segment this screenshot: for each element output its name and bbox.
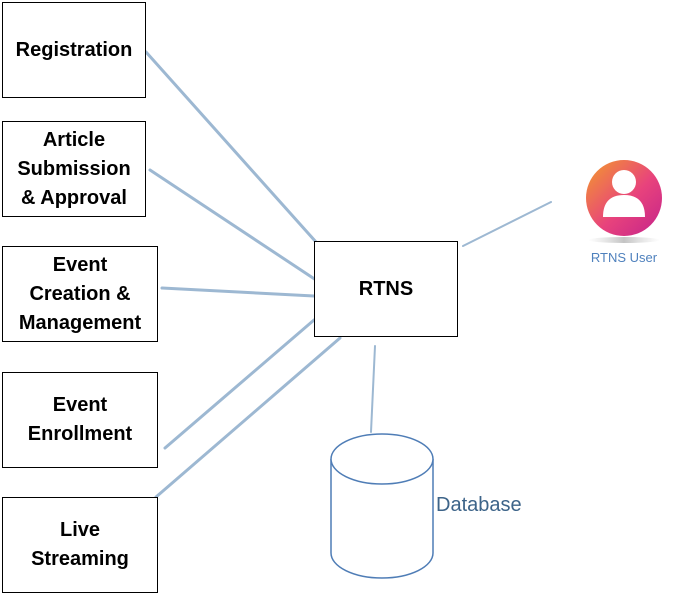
connector-event-creation [160,286,316,298]
registration-box: Registration [2,2,146,98]
event-enrollment-box: Event Enrollment [2,372,158,468]
user-label: RTNS User [590,250,658,265]
article-submission-box: Article Submission & Approval [2,121,146,217]
database-cylinder-icon [330,433,434,579]
connector-registration [144,50,318,244]
rtns-label: RTNS [358,277,414,300]
live-streaming-box: Live Streaming [2,497,158,593]
connector-database [370,345,376,433]
user-avatar-icon [586,160,662,243]
event-enrollment-label: Event Enrollment [27,394,133,445]
registration-label: Registration [15,38,133,61]
database-label: Database [436,494,522,516]
connector-event-enrollment [163,318,316,450]
event-creation-label: Event Creation & Management [18,253,142,334]
live-streaming-label: Live Streaming [31,519,129,570]
connector-live-streaming [154,336,342,499]
event-creation-box: Event Creation & Management [2,246,158,342]
rtns-box: RTNS [314,241,458,337]
connector-article [148,168,318,282]
article-submission-label: Article Submission & Approval [17,128,131,209]
connector-user [462,201,552,247]
